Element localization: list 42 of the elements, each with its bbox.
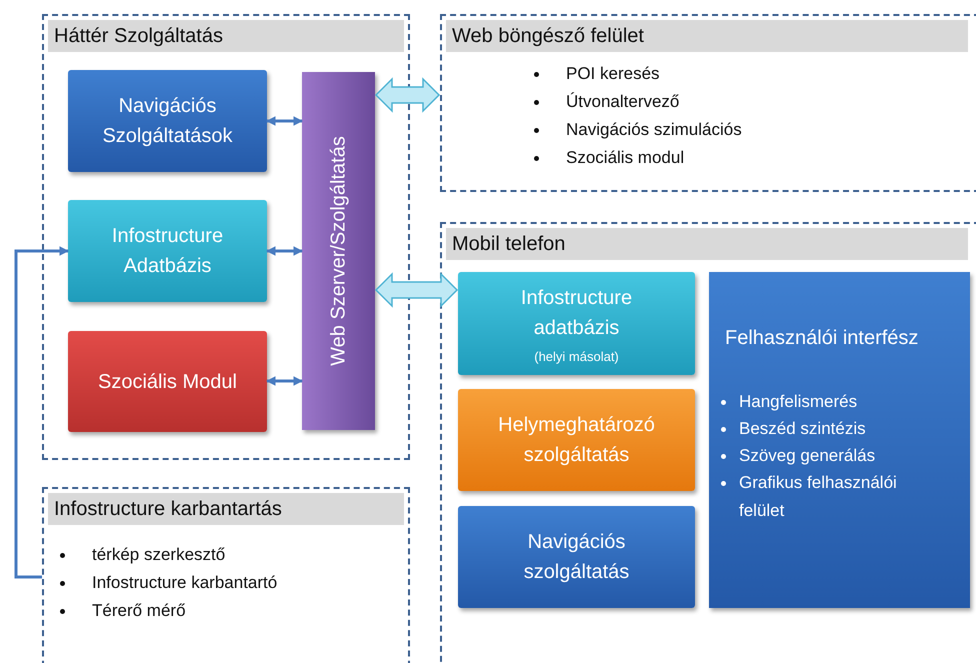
panel-heading: Felhasználói interfész	[725, 327, 918, 350]
module-box	[68, 331, 267, 432]
double-arrow	[266, 376, 303, 386]
dashed-group	[440, 222, 976, 663]
double-arrow	[266, 246, 303, 256]
interface-panel	[709, 272, 970, 608]
bullet-item: Hangfelismerés	[739, 391, 858, 413]
bullet-item: térkép szerkesztő	[92, 544, 226, 566]
bullet-item: Szöveg generálás	[739, 445, 876, 467]
group-heading: Háttér Szolgáltatás	[48, 20, 404, 52]
box-label: Infostructure adatbázis	[520, 286, 634, 341]
service-box	[68, 70, 267, 172]
box-label: Navigációs Szolgáltatások	[101, 94, 234, 149]
bullet-item: Útvonaltervező	[566, 91, 680, 113]
service-box	[458, 506, 695, 608]
box-label: Navigációs szolgáltatás	[522, 530, 630, 585]
box-label: Szociális Modul	[98, 370, 237, 394]
database-box	[68, 200, 267, 302]
dashed-group	[440, 14, 976, 192]
double-block-arrow	[374, 77, 440, 113]
bullet-item: Szociális modul	[566, 147, 686, 169]
bullet-item: Térerő mérő	[92, 600, 187, 622]
service-box	[458, 389, 695, 491]
server-bar	[302, 72, 375, 430]
bullet-item: Beszéd szintézis	[739, 418, 867, 440]
box-label: Infostructure Adatbázis	[110, 224, 224, 279]
dashed-group	[42, 14, 410, 460]
group-heading: Web böngésző felület	[446, 20, 968, 52]
bullet-item: Grafikus felhasználói felület	[739, 472, 898, 522]
box-note: (helyi másolat)	[534, 349, 619, 364]
dashed-group	[42, 487, 410, 663]
bullet-item: POI keresés	[566, 63, 661, 85]
database-box	[458, 272, 695, 375]
double-block-arrow	[374, 272, 458, 308]
group-heading: Infostructure karbantartás	[48, 493, 404, 525]
box-label: Helymeghatározó szolgáltatás	[497, 413, 656, 468]
double-arrow	[266, 116, 303, 126]
bullet-item: Navigációs szimulációs	[566, 119, 743, 141]
server-label: Web Szerver/Szolgáltatás	[327, 136, 350, 366]
bullet-item: Infostructure karbantartó	[92, 572, 278, 594]
connector-arrow	[14, 246, 69, 578]
group-heading: Mobil telefon	[446, 228, 968, 260]
